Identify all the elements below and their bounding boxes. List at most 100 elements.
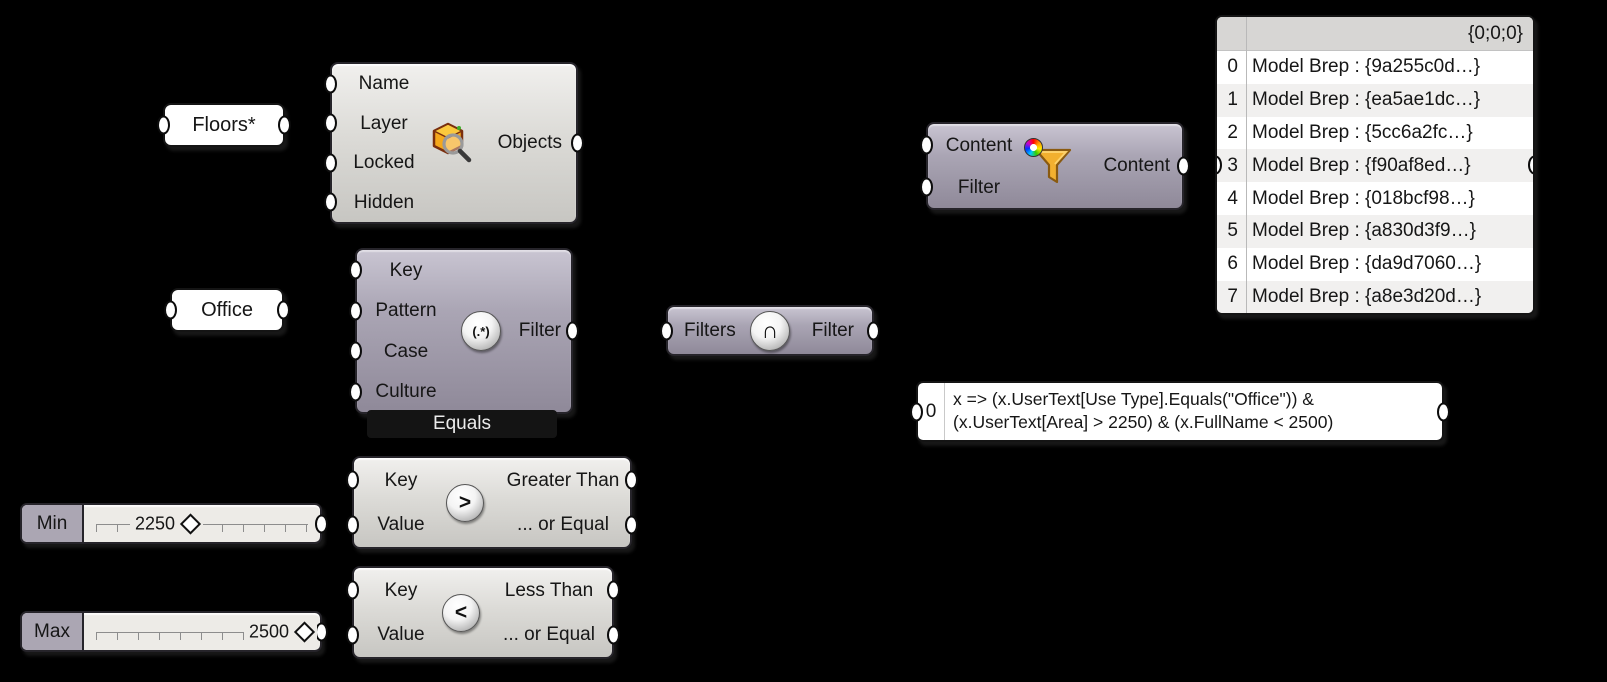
greater-than-component[interactable]: Key Value > Greater Than ... or Equal — [346, 456, 638, 549]
cf-input-nub-filter[interactable] — [920, 177, 933, 197]
query-output-nub-objects[interactable] — [571, 133, 584, 153]
match-input-nub-culture[interactable] — [349, 382, 362, 402]
match-input-nub-pattern[interactable] — [349, 301, 362, 321]
row-value: Model Brep : {9a255c0d…} — [1252, 56, 1481, 78]
gt-input-nub-value[interactable] — [346, 515, 359, 535]
expression-line-2: (x.UserText[Area] > 2250) & (x.FullName … — [953, 412, 1334, 433]
data-panel[interactable]: {0;0;0} 0 Model Brep : {9a255c0d…} 1 Mod… — [1215, 15, 1535, 315]
expression-input-nub[interactable] — [910, 402, 923, 421]
query-input-nub-name[interactable] — [324, 74, 337, 94]
row-value: Model Brep : {da9d7060…} — [1252, 253, 1482, 275]
filter-intersection-component[interactable]: Filters ∩ Filter — [660, 305, 880, 356]
min-slider-output-nub[interactable] — [315, 514, 328, 533]
row-value: Model Brep : {018bcf98…} — [1252, 187, 1475, 209]
index-column-divider — [1246, 17, 1247, 313]
row-value: Model Brep : {5cc6a2fc…} — [1252, 121, 1473, 143]
office-panel[interactable]: Office — [164, 288, 290, 332]
input-label-case: Case — [383, 340, 429, 362]
row-index: 3 — [1227, 154, 1238, 176]
row-value: Model Brep : {a830d3f9…} — [1252, 220, 1476, 242]
intersection-icon-text: ∩ — [761, 317, 779, 343]
output-label-content: Content — [1103, 155, 1170, 176]
min-slider[interactable]: Min 2250 — [20, 503, 328, 544]
match-text-group: Key Pattern Case Culture (.*) Filter Equ… — [349, 248, 579, 440]
max-slider[interactable]: Max 2500 — [20, 611, 328, 652]
query-input-nub-locked[interactable] — [324, 153, 337, 173]
gt-output-nub-greater[interactable] — [625, 470, 638, 490]
input-label-locked: Locked — [353, 152, 415, 174]
input-label-layer: Layer — [360, 112, 408, 134]
min-slider-value-group: 2250 — [130, 512, 204, 535]
expression-output-nub[interactable] — [1437, 402, 1450, 421]
intersection-output-nub[interactable] — [867, 321, 880, 340]
match-input-nub-key[interactable] — [349, 260, 362, 280]
query-input-nub-hidden[interactable] — [324, 192, 337, 212]
expression-index-text: 0 — [925, 400, 937, 422]
output-label-filter: Filter — [811, 319, 854, 341]
input-label-key: Key — [384, 579, 418, 601]
row-index: 0 — [1227, 56, 1238, 78]
floors-panel-input-nub[interactable] — [157, 115, 170, 135]
row-index: 7 — [1227, 285, 1238, 307]
expression-panel[interactable]: 0 x => (x.UserText[Use Type].Equals("Off… — [910, 381, 1450, 442]
content-filter-component[interactable]: Content Filter Content — [920, 122, 1190, 210]
floors-panel-output-nub[interactable] — [278, 115, 291, 135]
match-output-nub-filter[interactable] — [566, 321, 579, 341]
row-value: Model Brep : {a8e3d20d…} — [1252, 285, 1482, 307]
row-index: 2 — [1227, 121, 1238, 143]
max-slider-value-group: 2500 — [243, 620, 317, 643]
row-value: Model Brep : {f90af8ed…} — [1252, 154, 1471, 176]
data-row: 1 Model Brep : {ea5ae1dc…} — [1217, 83, 1533, 117]
max-slider-track[interactable]: 2500 — [84, 613, 320, 650]
gt-output-nub-or-equal[interactable] — [625, 515, 638, 535]
query-input-labels: Name Layer Locked Hidden — [336, 64, 432, 222]
max-slider-label: Max — [22, 613, 84, 650]
output-label-or-equal: ... or Equal — [503, 624, 595, 646]
match-mode-tab[interactable]: Equals — [367, 410, 557, 438]
match-text-component[interactable]: Key Pattern Case Culture (.*) Filter — [349, 248, 579, 414]
input-label-key: Key — [389, 259, 423, 281]
cf-input-labels: Content Filter — [932, 124, 1026, 208]
query-objects-component[interactable]: Name Layer Locked Hidden Objects — [324, 62, 584, 224]
query-input-nub-layer[interactable] — [324, 113, 337, 133]
data-row: 0 Model Brep : {9a255c0d…} — [1217, 51, 1533, 84]
less-than-icon: < — [442, 593, 480, 632]
match-input-labels: Key Pattern Case Culture — [359, 250, 453, 412]
office-panel-input-nub[interactable] — [164, 300, 177, 320]
intersection-input-nub[interactable] — [660, 321, 673, 340]
row-index: 1 — [1227, 89, 1238, 111]
max-slider-grip[interactable] — [293, 620, 316, 643]
match-input-nub-case[interactable] — [349, 341, 362, 361]
cf-output-nub-content[interactable] — [1177, 156, 1190, 176]
data-panel-output-nub[interactable] — [1528, 155, 1533, 175]
input-label-value: Value — [377, 624, 425, 646]
lt-input-nub-key[interactable] — [346, 580, 359, 600]
output-label-greater-than: Greater Than — [506, 469, 620, 491]
min-slider-track[interactable]: 2250 — [84, 505, 320, 542]
max-slider-value: 2500 — [248, 621, 289, 641]
min-slider-label: Min — [22, 505, 84, 542]
floors-panel-text: Floors* — [192, 113, 256, 136]
data-row: 7 Model Brep : {a8e3d20d…} — [1217, 280, 1533, 313]
floors-panel[interactable]: Floors* — [157, 103, 291, 147]
min-slider-grip[interactable] — [179, 512, 202, 535]
gt-input-nub-key[interactable] — [346, 470, 359, 490]
less-than-component[interactable]: Key Value < Less Than ... or Equal — [346, 566, 620, 659]
content-funnel-icon — [1034, 148, 1072, 184]
intersection-icon: ∩ — [750, 310, 790, 351]
output-label-objects: Objects — [497, 132, 562, 153]
lt-input-nub-value[interactable] — [346, 625, 359, 645]
input-label-key: Key — [384, 469, 418, 491]
lt-output-nub-less[interactable] — [607, 580, 620, 600]
match-mode-label: Equals — [432, 413, 492, 434]
input-label-value: Value — [377, 514, 425, 536]
lt-input-labels: Key Value — [360, 568, 442, 657]
input-label-pattern: Pattern — [375, 300, 437, 322]
gt-input-labels: Key Value — [360, 458, 442, 547]
cf-input-nub-content[interactable] — [920, 135, 933, 155]
output-label-or-equal: ... or Equal — [517, 514, 609, 536]
input-label-name: Name — [358, 73, 410, 95]
office-panel-output-nub[interactable] — [277, 300, 290, 320]
lt-output-nub-or-equal[interactable] — [607, 625, 620, 645]
